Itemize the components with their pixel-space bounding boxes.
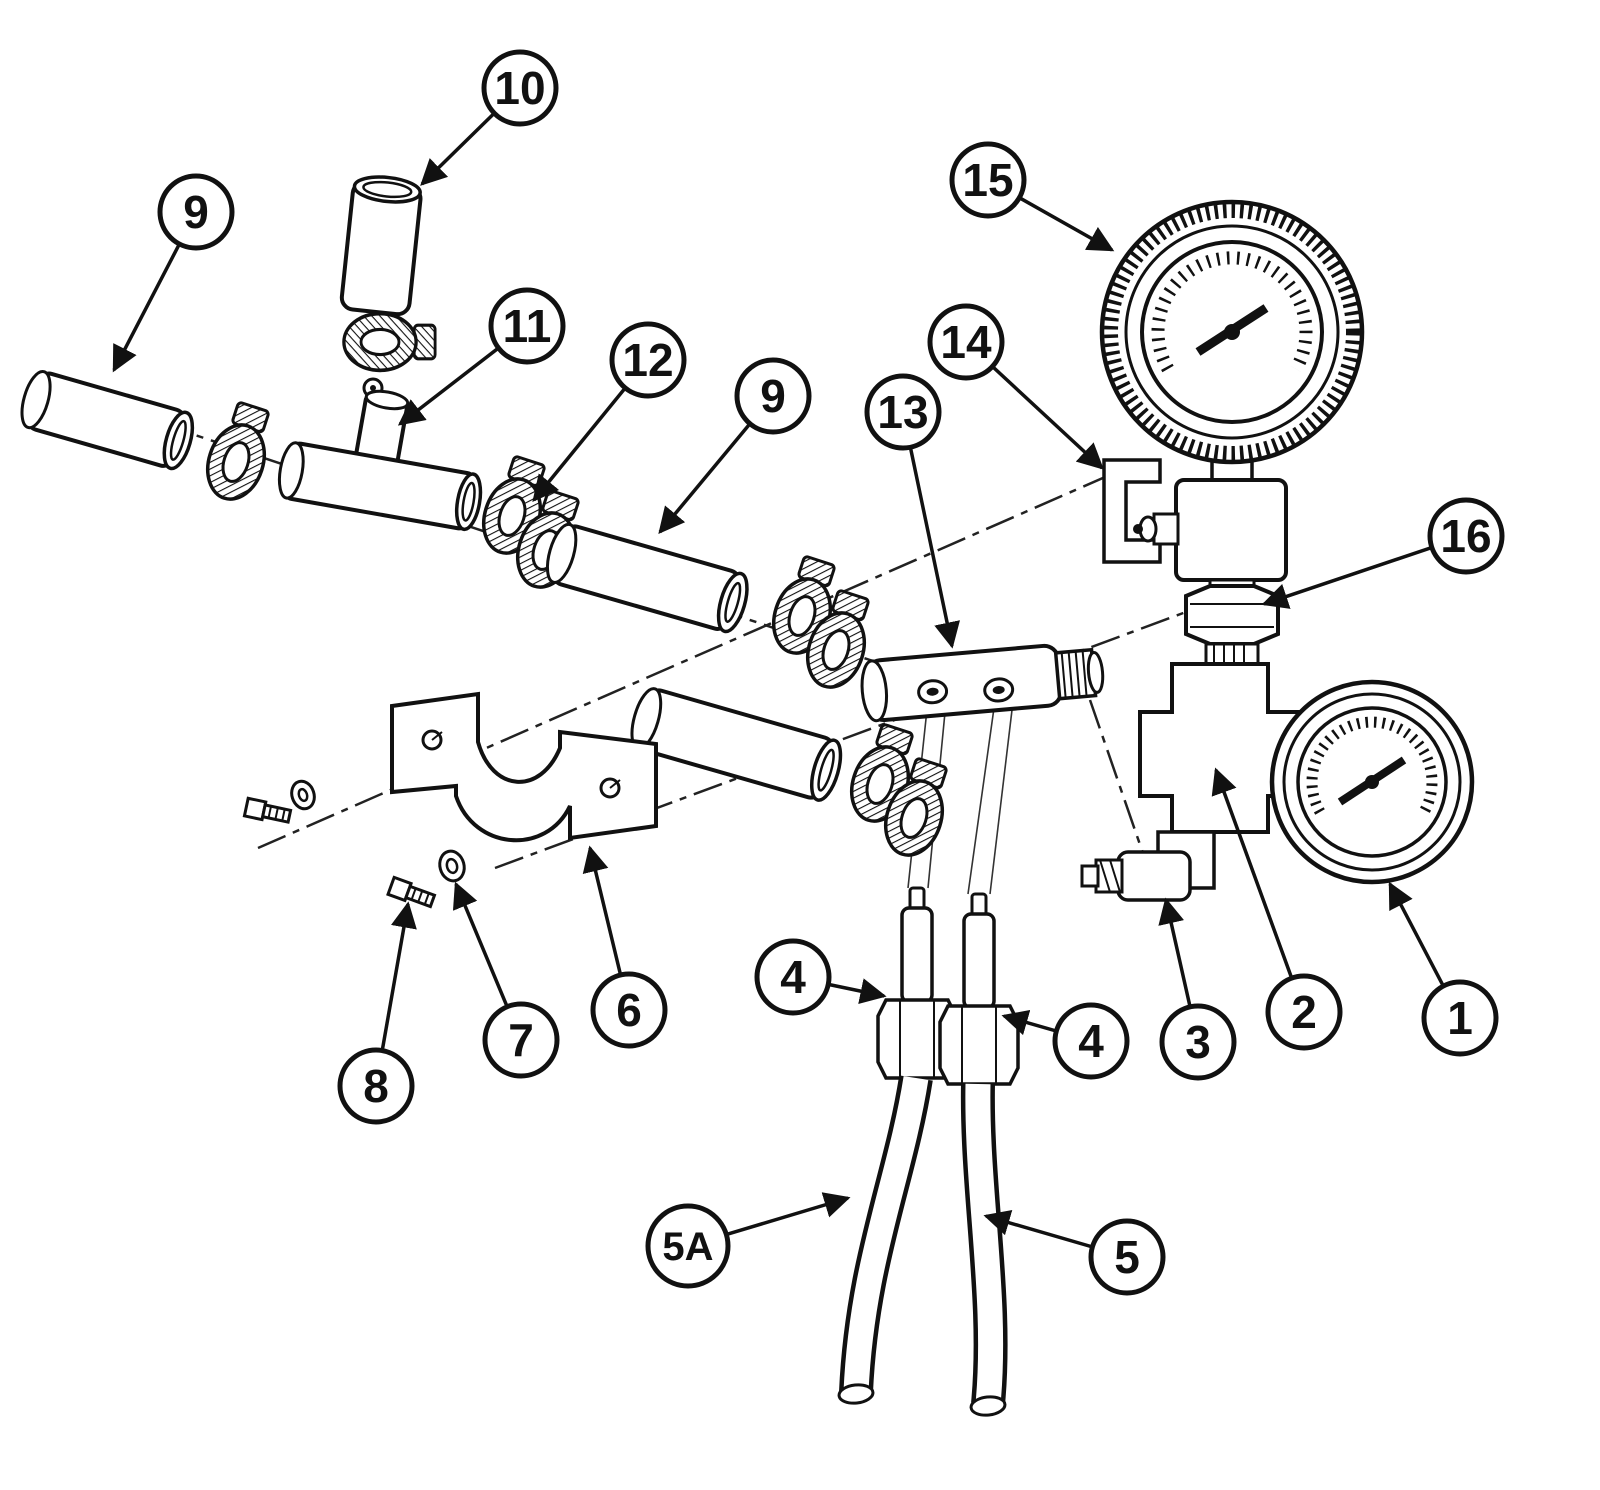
callout-label: 5 — [1114, 1231, 1140, 1283]
callout-label: 5A — [662, 1225, 713, 1269]
callout-label: 4 — [780, 951, 806, 1003]
callout-9-left: 9 — [157, 173, 235, 251]
hose-fitting-left — [876, 886, 958, 1080]
callout-label: 9 — [760, 370, 786, 422]
callout-label: 11 — [503, 300, 552, 352]
callout-label: 2 — [1291, 986, 1317, 1038]
callout-15: 15 — [949, 141, 1027, 219]
centerline-bracket-to-clip — [257, 472, 1113, 850]
callout-7: 7 — [482, 1001, 560, 1079]
callout-11: 11 — [488, 287, 566, 365]
hose-pipe-lower — [630, 687, 843, 802]
centerline-manifold-to-elbow — [1088, 699, 1148, 863]
callout-8: 8 — [337, 1047, 415, 1125]
elbow-fitting-3 — [1080, 830, 1216, 902]
hose-fitting-right — [938, 892, 1020, 1086]
callout-13: 13 — [864, 373, 942, 451]
callout-label: 3 — [1185, 1016, 1211, 1068]
callout-5: 5 — [1088, 1218, 1166, 1296]
callout-9-middle: 9 — [734, 357, 812, 435]
callout-label: 14 — [940, 316, 992, 368]
callout-label: 8 — [363, 1060, 389, 1112]
hose-pipe-left — [20, 370, 195, 471]
callout-label: 10 — [494, 62, 545, 114]
callout-label: 4 — [1078, 1015, 1104, 1067]
callouts: 10 9 11 12 9 15 14 13 — [157, 49, 1505, 1296]
callout-3: 3 — [1159, 1003, 1237, 1081]
callout-12: 12 — [609, 321, 687, 399]
callout-10: 10 — [481, 49, 559, 127]
bolt-8 — [386, 875, 437, 909]
callout-4-left: 4 — [754, 938, 832, 1016]
callout-label: 16 — [1440, 510, 1491, 562]
mounting-bracket — [390, 691, 658, 843]
callout-4-right: 4 — [1052, 1002, 1130, 1080]
callout-2: 2 — [1265, 973, 1343, 1051]
washer-icon — [290, 779, 316, 811]
manifold-13 — [860, 643, 1105, 723]
union-nut-16 — [1184, 584, 1280, 666]
mounting-clip-14 — [1102, 458, 1162, 564]
hose-pipe-middle — [545, 522, 749, 634]
callout-5a: 5A — [645, 1203, 731, 1289]
hose-clamp-pair — [840, 718, 960, 865]
callout-6: 6 — [590, 971, 668, 1049]
hose-clamp-icon — [196, 396, 282, 509]
callout-label: 9 — [183, 186, 209, 238]
cross-block-2 — [1138, 662, 1302, 834]
hose-5 — [960, 1083, 1008, 1417]
callout-16: 16 — [1427, 497, 1505, 575]
callout-label: 12 — [622, 334, 673, 386]
callout-label: 1 — [1447, 992, 1473, 1044]
callout-label: 7 — [508, 1014, 534, 1066]
callout-label: 6 — [616, 984, 642, 1036]
tee-fitting — [277, 389, 483, 532]
callout-14: 14 — [927, 303, 1005, 381]
pressure-gauge-large — [1099, 199, 1365, 465]
washer-7 — [438, 849, 466, 883]
callout-label: 13 — [877, 386, 928, 438]
callout-label: 15 — [962, 154, 1013, 206]
callout-1: 1 — [1421, 979, 1499, 1057]
pressure-gauge-small — [1269, 679, 1475, 885]
rubber-tube — [339, 175, 423, 317]
hose-5a — [837, 1075, 933, 1405]
bolt-icon — [242, 796, 293, 824]
hose-clamp-icon — [342, 311, 437, 373]
